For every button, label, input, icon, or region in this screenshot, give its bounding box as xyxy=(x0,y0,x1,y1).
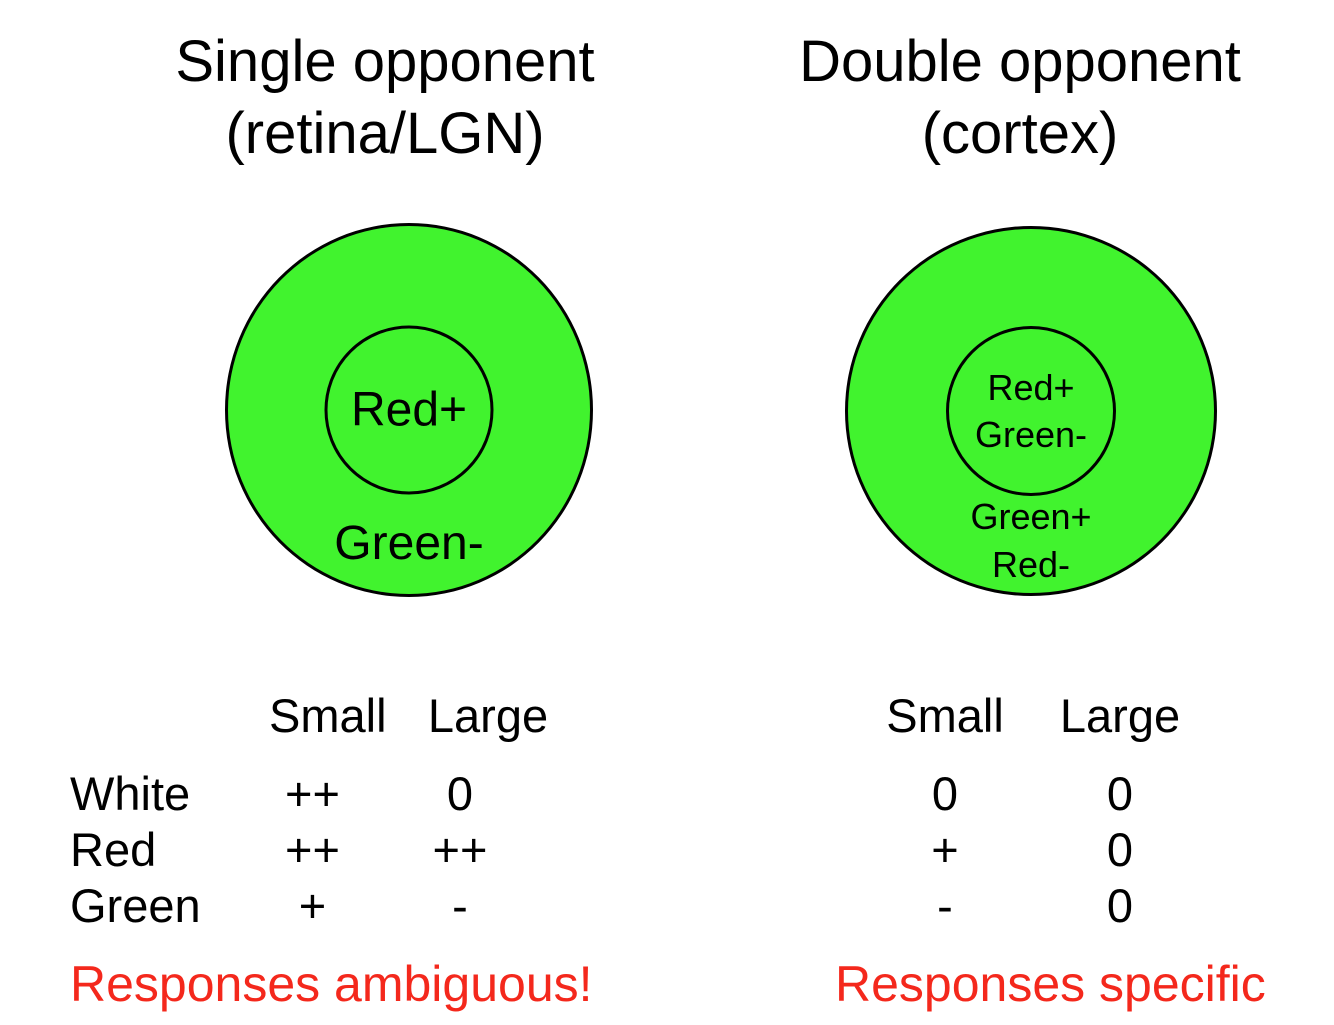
single-opponent-surround-label: Green- xyxy=(334,517,484,570)
single-opponent-response-table: Small Large White ++ 0 Red ++ ++ Green +… xyxy=(70,690,550,934)
left-panel-title: Single opponent (retina/LGN) xyxy=(85,26,685,170)
right-panel-title: Double opponent (cortex) xyxy=(720,26,1320,170)
surround-label-line1: Green+ xyxy=(970,496,1092,537)
table-row-red: Red ++ ++ xyxy=(70,822,550,878)
cell-large: 0 xyxy=(1106,879,1134,932)
single-opponent-center-region: Red+ xyxy=(324,325,494,495)
center-label-line2: Green- xyxy=(974,414,1088,455)
cell-small: - xyxy=(937,879,953,932)
left-title-line1: Single opponent xyxy=(175,29,595,94)
cell-small: + xyxy=(298,879,327,932)
table-row-green: Green + - xyxy=(70,878,550,934)
left-conclusion-text: Responses ambiguous! xyxy=(70,956,593,1012)
cell-large: 0 xyxy=(446,767,474,820)
cell-large: 0 xyxy=(1106,767,1134,820)
table-row-green: - 0 xyxy=(855,878,1205,934)
single-opponent-receptive-field: Red+ Green- xyxy=(225,223,593,597)
cell-large: - xyxy=(452,879,468,932)
column-header-small: Small xyxy=(886,689,1004,742)
double-opponent-center-region: Red+ Green- xyxy=(946,326,1116,496)
cell-large: 0 xyxy=(1106,823,1134,876)
table-body: White ++ 0 Red ++ ++ Green + - xyxy=(70,766,550,934)
row-label: Red xyxy=(70,823,157,876)
double-opponent-surround-label: Green+ Red- xyxy=(848,493,1214,589)
cell-small: + xyxy=(931,823,959,876)
cell-small: 0 xyxy=(931,767,959,820)
right-title-line2: (cortex) xyxy=(921,101,1119,166)
column-header-large: Large xyxy=(427,689,549,742)
table-body: 0 0 + 0 - 0 xyxy=(855,766,1205,934)
right-conclusion-text: Responses specific xyxy=(835,956,1266,1012)
cell-small: ++ xyxy=(285,823,340,876)
left-title-line2: (retina/LGN) xyxy=(225,101,545,166)
cell-large: ++ xyxy=(432,823,488,876)
surround-label-line2: Red- xyxy=(991,544,1071,585)
cell-small: ++ xyxy=(285,767,340,820)
table-header-row: Small Large xyxy=(70,689,550,742)
double-opponent-response-table: Small Large 0 0 + 0 - 0 xyxy=(855,690,1205,934)
double-opponent-receptive-field: Red+ Green- Green+ Red- xyxy=(845,226,1217,596)
right-title-line1: Double opponent xyxy=(799,29,1241,94)
center-label: Red+ xyxy=(350,383,468,436)
table-row-white: White ++ 0 xyxy=(70,766,550,822)
table-header-row: Small Large xyxy=(855,689,1205,742)
column-header-small: Small xyxy=(269,689,387,742)
table-row-white: 0 0 xyxy=(855,766,1205,822)
column-header-large: Large xyxy=(1059,689,1181,742)
row-label: White xyxy=(70,767,191,820)
table-row-red: + 0 xyxy=(855,822,1205,878)
center-label-line1: Red+ xyxy=(987,367,1075,408)
row-label: Green xyxy=(70,879,201,932)
